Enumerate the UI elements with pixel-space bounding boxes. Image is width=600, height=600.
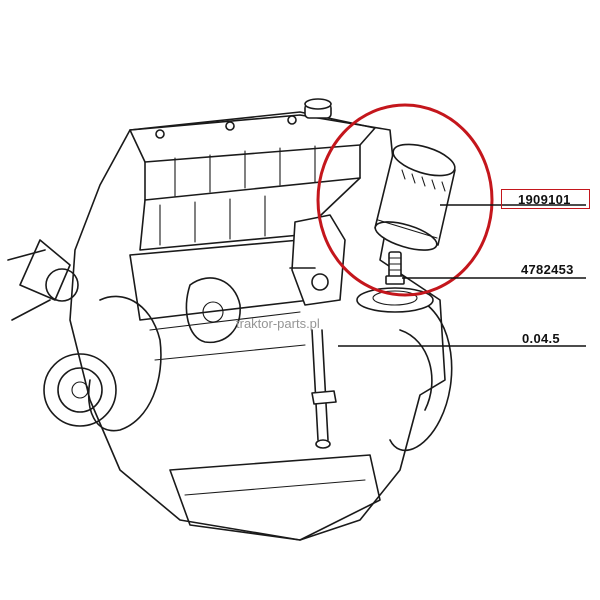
oil-filter-drawing (374, 143, 456, 251)
watermark-text: traktor-parts.pl (236, 316, 320, 331)
part-number-oil-filter: 1909101 (518, 192, 571, 207)
nipple-drawing (385, 251, 405, 285)
part-number-nipple: 4782453 (521, 262, 574, 277)
highlight-label-box (501, 189, 590, 209)
engine-block (7, 98, 453, 541)
part-number-dipstick: 0.04.5 (522, 331, 560, 346)
highlight-circle (316, 103, 494, 297)
